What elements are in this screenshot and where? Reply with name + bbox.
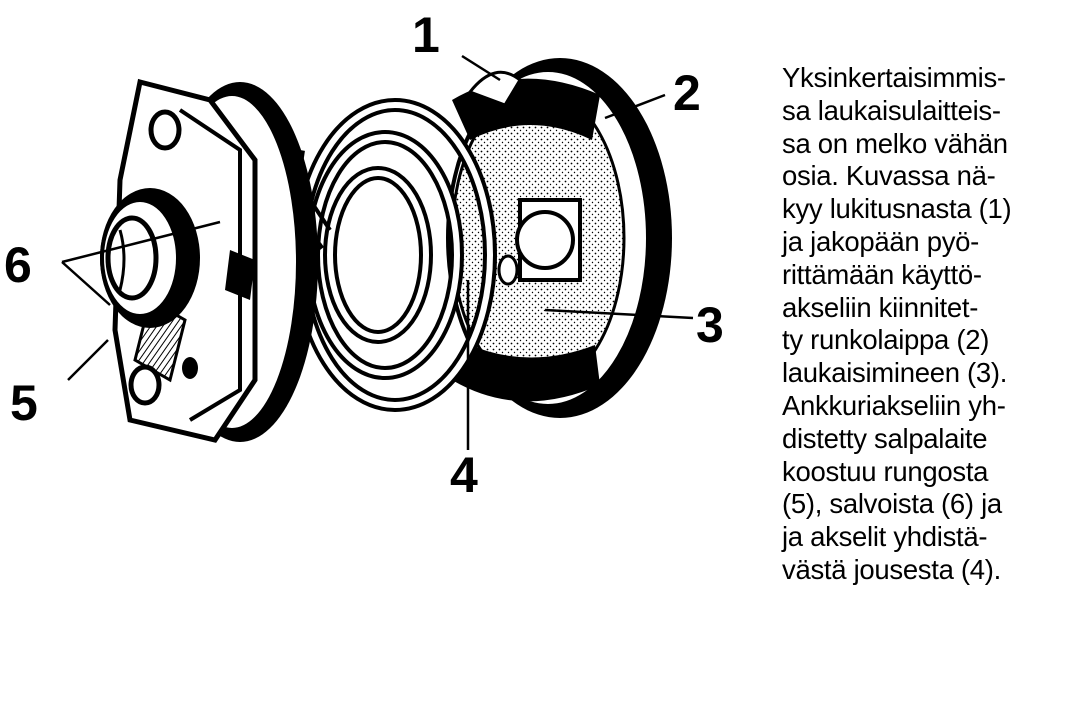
leader-lines <box>61 54 694 450</box>
caption-line: akseliin kiinnitet- <box>782 291 979 323</box>
caption-line: sa on melko vähän <box>782 127 1008 159</box>
callout-2: 2 <box>673 65 701 121</box>
caption-line: distetty salpalaite <box>782 422 988 454</box>
callout-6: 6 <box>4 237 32 293</box>
caption-line: rittämään käyttö- <box>782 258 982 290</box>
caption-line: osia. Kuvassa nä- <box>782 160 996 192</box>
caption-line: koostuu rungosta <box>782 455 989 487</box>
coil-spring <box>288 98 497 412</box>
caption-line: ja jakopään pyö- <box>782 225 980 257</box>
caption-line: Ankkuriakseliin yh- <box>782 389 1006 421</box>
callout-4: 4 <box>450 447 478 503</box>
caption-line: laukaisimineen (3). <box>782 357 1008 389</box>
caption-line: ja akselit yhdistä- <box>782 521 988 553</box>
exploded-mechanism-drawing: 1 2 3 4 5 6 <box>4 7 724 503</box>
callout-1: 1 <box>412 7 440 63</box>
latch-housing <box>100 78 318 443</box>
callout-3: 3 <box>696 297 724 353</box>
caption-line: ty runkolaippa (2) <box>782 324 990 356</box>
body-flange-drum <box>446 58 672 418</box>
caption-line: västä jousesta (4). <box>782 553 1001 585</box>
callout-5: 5 <box>10 375 38 431</box>
caption-line: kyy lukitusnasta (1) <box>782 193 1012 225</box>
caption-line: (5), salvoista (6) ja <box>782 488 1002 520</box>
caption-text: Yksinkertaisimmis- sa laukaisulaitteis- … <box>782 62 1088 587</box>
caption-line: sa laukaisulaitteis- <box>782 94 1001 126</box>
caption-line: Yksinkertaisimmis- <box>782 62 1006 93</box>
